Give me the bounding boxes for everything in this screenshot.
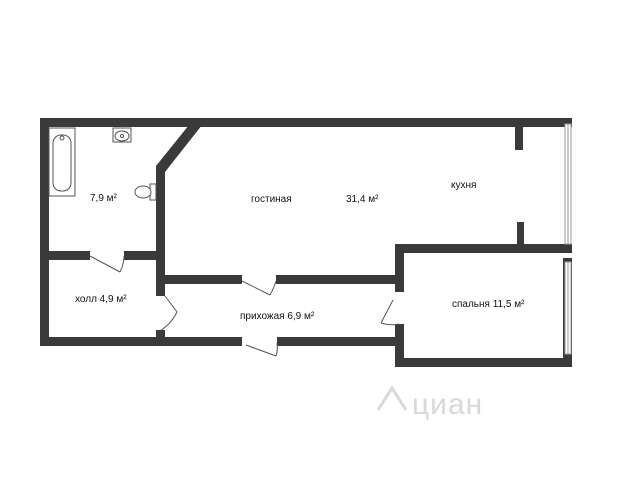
wall-top	[40, 118, 572, 127]
door-bedroom	[380, 299, 394, 324]
toilet-icon	[134, 183, 157, 201]
bedroom-label: спальня 11,5 м²	[452, 299, 525, 310]
wall-living-bottom-b	[276, 275, 404, 284]
wall-hall-right-b	[156, 330, 165, 346]
wall-kitchen-stub-bottom	[517, 222, 524, 244]
bathroom-area: 7,9 м²	[90, 193, 118, 204]
bath-fixtures	[48, 127, 157, 201]
door-bathroom	[89, 255, 121, 273]
wall-bedroom-top	[395, 244, 572, 253]
wall-bottom-left	[40, 337, 242, 346]
watermark: циан	[376, 385, 483, 421]
wall-living-bottom-a	[156, 275, 242, 284]
walls	[40, 118, 572, 367]
door-hall	[164, 295, 178, 313]
door-entrance	[245, 344, 277, 357]
windows	[564, 123, 572, 355]
living-name: гостиная	[251, 194, 292, 205]
bathtub-icon	[48, 127, 76, 197]
wall-bath-diagonal	[156, 120, 206, 172]
sink-icon	[112, 127, 132, 143]
wall-left	[40, 118, 49, 346]
entrance-label: прихожая 6,9 м²	[240, 311, 315, 322]
wall-hall-right-a	[156, 275, 165, 296]
hall-label: холл 4,9 м²	[75, 294, 127, 305]
wall-bedroom-left	[395, 244, 404, 292]
watermark-logo-icon	[376, 385, 408, 411]
wall-bedroom-bottom	[395, 358, 572, 367]
wall-bath-partition	[156, 166, 165, 280]
doors	[89, 255, 400, 357]
wall-bedroom-left-lower	[395, 324, 404, 367]
door-living	[241, 280, 271, 296]
wall-kitchen-stub-top	[515, 126, 523, 150]
wall-bath-bottom-b	[124, 251, 165, 260]
living-area: 31,4 м²	[346, 194, 379, 205]
wall-bottom-mid	[277, 337, 404, 346]
wall-bath-bottom-a	[40, 251, 90, 260]
watermark-text: циан	[412, 388, 483, 421]
kitchen-name: кухня	[451, 180, 476, 191]
room-labels: 7,9 м² гостиная 31,4 м² кухня холл 4,9 м…	[75, 180, 525, 322]
